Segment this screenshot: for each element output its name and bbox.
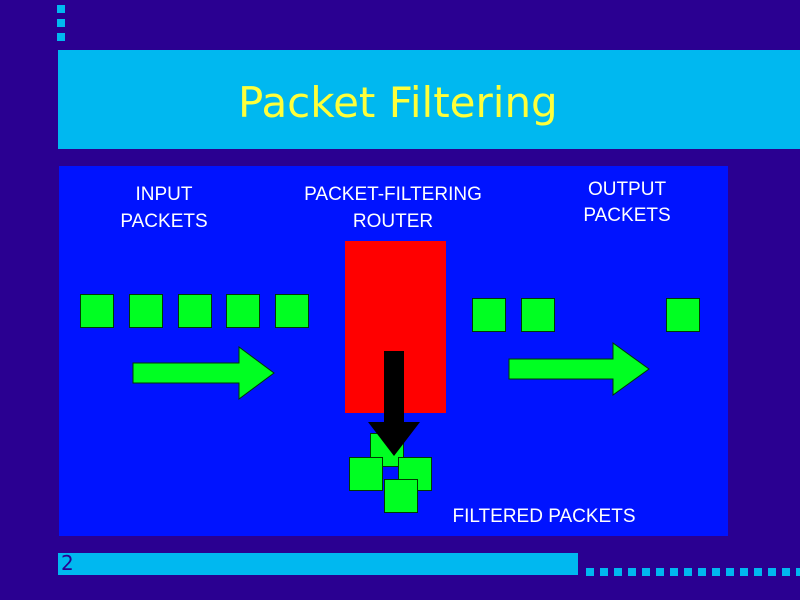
input-flow-arrow xyxy=(132,346,275,400)
output-packet xyxy=(472,298,506,332)
decor-square-3 xyxy=(57,33,65,41)
footer-decor-squares xyxy=(586,568,800,576)
filtered-packet xyxy=(384,479,418,513)
router-label-line1: PACKET-FILTERING xyxy=(304,184,482,205)
footer-band xyxy=(58,553,578,575)
router-label-line2: ROUTER xyxy=(352,211,434,232)
slide-title: Packet Filtering xyxy=(238,78,558,127)
output-packets-label: OUTPUT PACKETS xyxy=(566,177,688,229)
filtered-packet xyxy=(398,457,432,491)
output-flow-arrow xyxy=(508,342,650,396)
output-label-line2: PACKETS xyxy=(583,205,671,226)
router-label: PACKET-FILTERING ROUTER xyxy=(283,181,503,235)
input-packet xyxy=(226,294,260,328)
output-label-line1: OUTPUT xyxy=(587,179,667,200)
output-packet xyxy=(521,298,555,332)
input-packet xyxy=(275,294,309,328)
filtered-packets-label: FILTERED PACKETS xyxy=(452,506,636,527)
input-packets-label: INPUT PACKETS xyxy=(104,181,224,235)
input-label-line1: INPUT xyxy=(135,184,193,205)
input-packet xyxy=(129,294,163,328)
page-number: 2 xyxy=(61,551,74,575)
title-band xyxy=(58,50,800,149)
decor-square-1 xyxy=(57,5,65,13)
output-packet xyxy=(666,298,700,332)
input-packet xyxy=(80,294,114,328)
decor-square-2 xyxy=(57,19,65,27)
input-packet xyxy=(178,294,212,328)
filtered-packet xyxy=(349,457,383,491)
input-label-line2: PACKETS xyxy=(120,211,208,232)
filter-down-arrow xyxy=(368,351,420,456)
